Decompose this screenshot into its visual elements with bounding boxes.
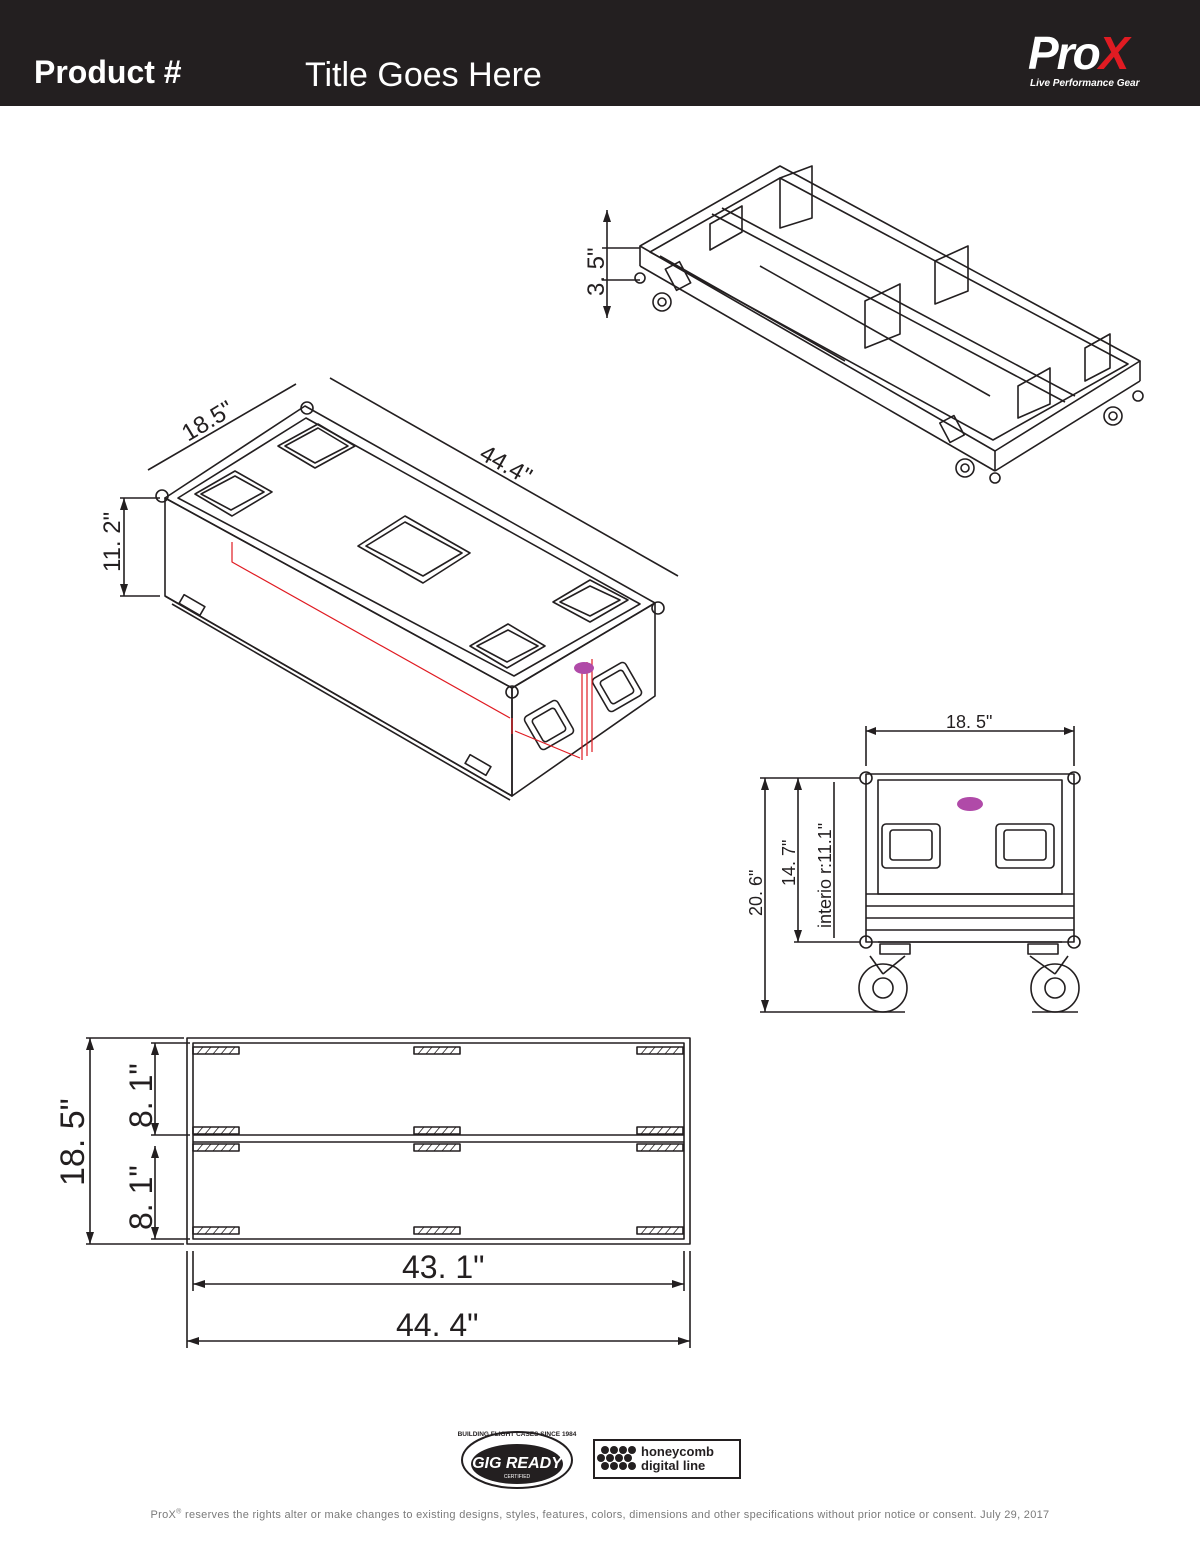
honeycomb-line1: honeycomb bbox=[641, 1444, 714, 1459]
footer-body: reserves the rights alter or make change… bbox=[181, 1508, 1050, 1521]
footer-text: ProX® reserves the rights alter or make … bbox=[150, 1508, 1050, 1521]
isometric-case-view bbox=[120, 377, 679, 801]
dim-side-total-height: 20. 6" bbox=[746, 870, 766, 916]
dim-iso-length: 44.4" bbox=[475, 440, 536, 491]
side-elevation-view bbox=[760, 726, 1081, 1013]
gig-ready-arc: BUILDING FLIGHT CASES SINCE 1984 bbox=[458, 1431, 577, 1438]
gig-ready-main: GIG READY bbox=[472, 1455, 563, 1472]
interior-guide-lines bbox=[231, 542, 593, 760]
honeycomb-icon bbox=[597, 1446, 636, 1470]
registered-mark: ® bbox=[176, 1508, 182, 1515]
hatching bbox=[196, 1046, 680, 1235]
dim-top-height: 3. 5" bbox=[583, 247, 610, 296]
arrowheads bbox=[86, 210, 1074, 1345]
logo-wordmark: ProX bbox=[1028, 26, 1130, 80]
honeycomb-line2: digital line bbox=[641, 1458, 705, 1473]
dim-plan-upper: 8. 1" bbox=[123, 1063, 159, 1128]
gig-ready-badge: BUILDING FLIGHT CASES SINCE 1984 GIG REA… bbox=[458, 1431, 577, 1489]
technical-drawing: 3. 5" 18.5" 44.4" 11. 2" 18. 5" 20. 6" 1… bbox=[54, 165, 1144, 1348]
dim-side-case-height: 14. 7" bbox=[779, 840, 799, 886]
dim-side-interior: interio r:11.1" bbox=[815, 823, 835, 928]
dim-iso-height: 11. 2" bbox=[99, 512, 126, 572]
certification-badges: BUILDING FLIGHT CASES SINCE 1984 GIG REA… bbox=[455, 1420, 745, 1495]
footer-brand: ProX bbox=[150, 1508, 177, 1521]
dim-plan-depth: 18. 5" bbox=[54, 1098, 92, 1186]
dim-plan-inner-length: 43. 1" bbox=[402, 1249, 485, 1285]
gig-ready-sub: CERTIFIED bbox=[504, 1474, 531, 1480]
dim-plan-lower: 8. 1" bbox=[123, 1165, 159, 1230]
open-tray-view bbox=[602, 165, 1144, 484]
footer-disclaimer: ProX® reserves the rights alter or make … bbox=[0, 1508, 1200, 1521]
dim-iso-width: 18.5" bbox=[177, 396, 238, 448]
product-number-label: Product # bbox=[34, 54, 182, 90]
page-title: Title Goes Here bbox=[305, 56, 542, 94]
dim-plan-outer-length: 44. 4" bbox=[396, 1307, 479, 1343]
honeycomb-badge: honeycomb digital line bbox=[593, 1439, 741, 1479]
badge-dot-iso bbox=[574, 662, 594, 674]
plan-view bbox=[86, 1037, 691, 1348]
logo-x: X bbox=[1098, 27, 1130, 79]
logo-pro: Pro bbox=[1028, 27, 1101, 79]
prox-logo: ProX Live Performance Gear bbox=[1020, 27, 1170, 92]
header-bar: Product # Title Goes Here ProX Live Perf… bbox=[0, 0, 1200, 106]
badge-dot-elev bbox=[957, 797, 983, 811]
logo-tagline: Live Performance Gear bbox=[1030, 78, 1140, 89]
dim-side-width: 18. 5" bbox=[946, 712, 992, 732]
badges-svg: BUILDING FLIGHT CASES SINCE 1984 GIG REA… bbox=[458, 1431, 741, 1489]
